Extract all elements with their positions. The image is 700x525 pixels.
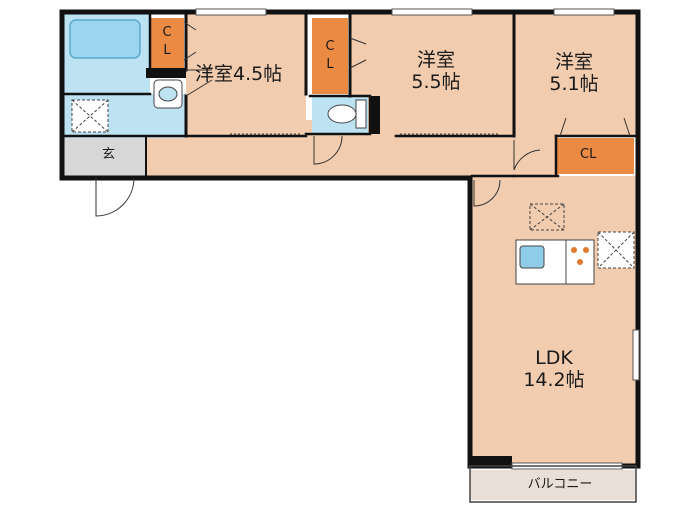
- closet-b-label-l: L: [326, 56, 334, 72]
- balcony-label: バルコニー: [527, 477, 593, 492]
- room-western-c-floor: [514, 14, 636, 136]
- room-western-b-name: 洋室: [416, 49, 455, 71]
- closets: [150, 18, 634, 174]
- cupboard-icon: [529, 203, 565, 231]
- balcony-floor: [470, 470, 636, 500]
- toilet-icon: [327, 99, 367, 129]
- closet-a-door: [183, 21, 197, 61]
- closet-c-door: [559, 117, 631, 137]
- room-western-b-size: 5.5帖: [411, 70, 461, 93]
- doors: [95, 21, 631, 217]
- stove-icon: [565, 239, 595, 285]
- room-ldk-size: 14.2帖: [523, 368, 585, 391]
- wall-chunk-toilet: [370, 96, 380, 134]
- refrigerator-icon: [597, 231, 635, 269]
- closet-c-label: CL: [580, 147, 597, 162]
- room-a-door: [185, 69, 213, 97]
- room-ldk: LDK 14.2帖: [514, 347, 594, 392]
- balcony-outline: [469, 465, 637, 503]
- room-western-a-label: 洋室4.5帖: [195, 63, 283, 85]
- ldk-corridor-floor: [514, 136, 558, 180]
- room-western-c-name: 洋室: [554, 51, 593, 73]
- wall-chunk-ldk: [472, 456, 512, 466]
- closet-c: [556, 138, 634, 174]
- washing-machine-icon: [71, 99, 109, 133]
- wall-chunk-bath: [146, 68, 186, 78]
- room-western-c: 洋室 5.1帖: [543, 51, 605, 96]
- closet-b-door: [349, 37, 367, 69]
- toilet-door: [313, 135, 343, 165]
- room-western-b: 洋室 5.5帖: [404, 49, 468, 94]
- hallway-floor: [146, 136, 516, 176]
- kitchen-sink-icon: [515, 239, 567, 285]
- room-western-c-size: 5.1帖: [549, 72, 599, 95]
- ldk-floor: [472, 176, 636, 464]
- closet-a: [150, 18, 184, 70]
- closet-a-label: C L: [160, 24, 174, 59]
- entrance-label: 玄: [102, 147, 116, 162]
- bathtub-icon: [69, 19, 141, 59]
- ldk-door: [473, 179, 501, 207]
- room-ldk-name: LDK: [535, 347, 573, 369]
- closet-b-label: C L: [323, 38, 337, 73]
- entrance-floor: [64, 138, 146, 176]
- washbasin-icon: [153, 79, 183, 109]
- closet-a-label-l: L: [163, 42, 171, 58]
- closet-a-label-c: C: [162, 25, 172, 40]
- closet-b-label-c: C: [325, 39, 335, 54]
- room-c-door: [513, 140, 541, 171]
- closet-b: [312, 18, 348, 94]
- room-western-a-floor: [186, 14, 306, 136]
- entrance-door: [95, 177, 135, 217]
